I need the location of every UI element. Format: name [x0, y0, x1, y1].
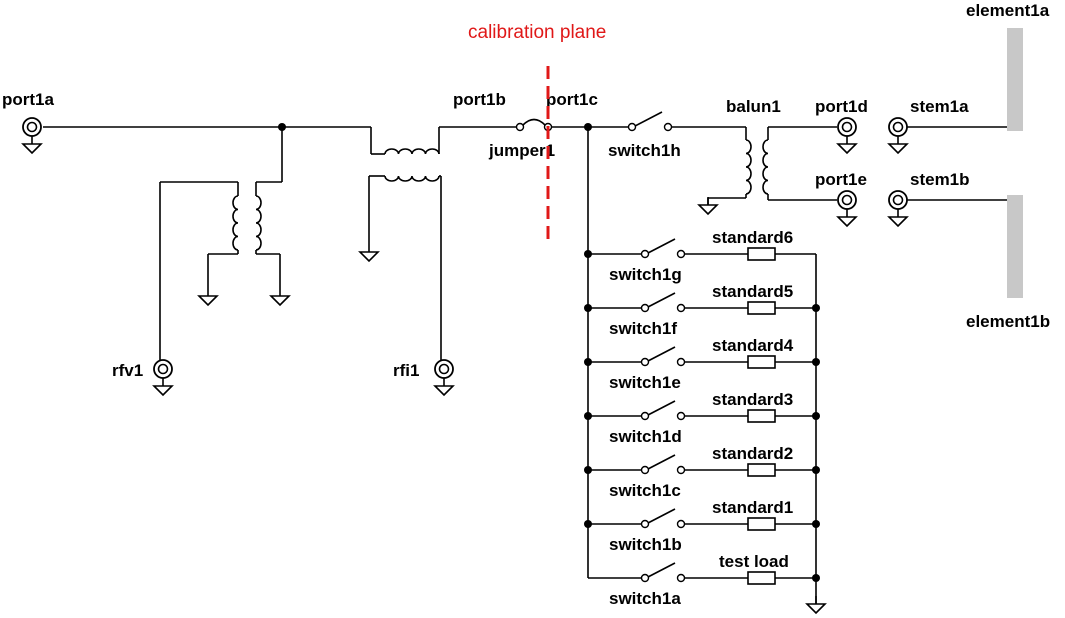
label-test-load: test load [719, 552, 789, 571]
label-standard1: standard1 [712, 498, 793, 517]
rfi1-connector [434, 359, 454, 379]
ground-icon [888, 208, 908, 227]
port1a-connector [22, 117, 42, 137]
switch1f [640, 292, 686, 313]
ground-icon [888, 135, 908, 154]
label-port1b: port1b [453, 90, 506, 109]
ground-icon [359, 243, 379, 262]
resistor-standard1 [747, 517, 776, 531]
label-rfv1: rfv1 [112, 361, 143, 380]
label-switch1d: switch1d [609, 427, 682, 446]
transformer-coil [255, 195, 262, 251]
ground-icon [153, 377, 173, 396]
resistor-standard5 [747, 301, 776, 315]
antenna-element-1b [1007, 195, 1023, 298]
port1d-connector [837, 117, 857, 137]
resistor-test-load [747, 571, 776, 585]
ground-icon [270, 287, 290, 306]
resistor-standard3 [747, 409, 776, 423]
resistor-standard6 [747, 247, 776, 261]
resistor-standard2 [747, 463, 776, 477]
label-switch1c: switch1c [609, 481, 681, 500]
balun-coil [762, 139, 769, 195]
label-port1a: port1a [2, 90, 55, 109]
ground-icon [837, 135, 857, 154]
label-switch1a: switch1a [609, 589, 681, 608]
transformer-coil [384, 175, 440, 182]
label-port1e: port1e [815, 170, 867, 189]
switch1d [640, 400, 686, 421]
ground-icon [806, 595, 826, 614]
label-port1d: port1d [815, 97, 868, 116]
label-switch1g: switch1g [609, 265, 682, 284]
switch1b [640, 508, 686, 529]
stem1b-connector [888, 190, 908, 210]
switch1g [640, 238, 686, 259]
stem1a-connector [888, 117, 908, 137]
jumper-link [522, 118, 546, 126]
balun-coil [745, 139, 752, 195]
antenna-element-1a [1007, 28, 1023, 131]
label-stem1a: stem1a [910, 97, 969, 116]
label-element1a: element1a [966, 1, 1050, 20]
label-port1c: port1c [546, 90, 598, 109]
label-switch1b: switch1b [609, 535, 682, 554]
jumper-terminal [515, 122, 525, 132]
label-switch1f: switch1f [609, 319, 677, 338]
ground-icon [837, 208, 857, 227]
ground-icon [22, 135, 42, 154]
label-standard6: standard6 [712, 228, 793, 247]
label-standard3: standard3 [712, 390, 793, 409]
label-standard2: standard2 [712, 444, 793, 463]
label-rfi1: rfi1 [393, 361, 419, 380]
label-switch1e: switch1e [609, 373, 681, 392]
label-jumper1: jumper1 [488, 141, 555, 160]
transformer-coil [232, 195, 239, 251]
ground-icon [434, 377, 454, 396]
label-standard4: standard4 [712, 336, 794, 355]
switch1e [640, 346, 686, 367]
switch1c [640, 454, 686, 475]
rfv1-connector [153, 359, 173, 379]
label-calibration-plane: calibration plane [468, 22, 606, 43]
port1e-connector [837, 190, 857, 210]
switch1h [627, 111, 673, 132]
transformer-coil [384, 148, 440, 155]
switch1a [640, 562, 686, 583]
label-balun1: balun1 [726, 97, 781, 116]
resistor-standard4 [747, 355, 776, 369]
label-switch1h: switch1h [608, 141, 681, 160]
label-element1b: element1b [966, 312, 1050, 331]
label-standard5: standard5 [712, 282, 793, 301]
ground-icon [198, 287, 218, 306]
ground-icon [698, 196, 718, 215]
label-stem1b: stem1b [910, 170, 970, 189]
